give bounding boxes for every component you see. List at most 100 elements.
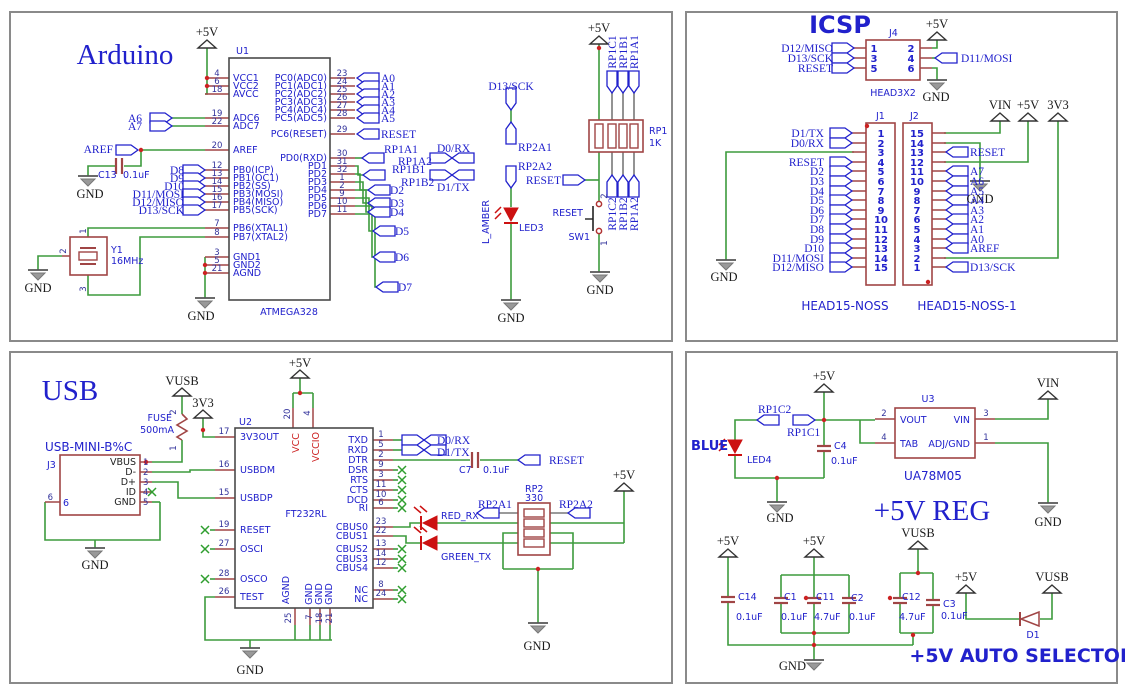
wire — [995, 442, 1049, 503]
schematic-label: D3 — [810, 176, 824, 188]
schematic-label: RXD — [348, 445, 368, 456]
wire — [944, 142, 981, 181]
wire — [87, 165, 116, 176]
schematic-label: PD1 — [308, 161, 327, 172]
led4-blue-led-ray — [718, 438, 726, 446]
led4-blue-led — [727, 439, 743, 455]
schematic-label: 4 — [881, 433, 886, 443]
junction-dot — [535, 566, 541, 572]
net-flag-icon — [831, 42, 856, 54]
schematic-label: +5V — [613, 468, 635, 482]
junction-dot — [774, 475, 780, 481]
schematic-label: 18 — [315, 613, 325, 624]
schematic-label: 1K — [649, 138, 662, 149]
schematic-label: 22 — [376, 526, 387, 536]
schematic-label: 1 — [878, 129, 885, 140]
schematic-label: 6 — [378, 498, 383, 508]
schematic-label: DTR — [348, 455, 368, 466]
schematic-label: GND1 — [233, 252, 261, 263]
schematic-label: ATMEGA328 — [260, 307, 318, 318]
wire — [859, 420, 875, 444]
net-flag-icon — [149, 120, 174, 132]
no-connect-x-icon — [397, 594, 407, 604]
schematic-label: VUSB — [1035, 570, 1068, 584]
net-flag-icon — [606, 173, 618, 198]
net-flag-icon — [505, 120, 517, 145]
schematic-label: PD4 — [308, 185, 327, 196]
schematic-label: VIN — [1037, 376, 1059, 390]
schematic-label: J2 — [909, 111, 919, 122]
schematic-label: NC — [354, 585, 368, 596]
schematic-label: 4 — [143, 488, 148, 498]
gnd-icon — [928, 82, 946, 91]
schematic-label: D9 — [170, 173, 184, 185]
schematic-label: TEST — [239, 592, 264, 603]
schematic-label: 9 — [339, 189, 344, 199]
power-rail-icon — [171, 387, 193, 397]
net-flag-icon — [360, 152, 385, 164]
schematic-label: VCC — [291, 433, 302, 453]
schematic-label: RP2A1 — [478, 499, 512, 511]
schematic-label: C14 — [738, 592, 757, 603]
schematic-label: +5V — [717, 534, 739, 548]
schematic-label: 31 — [337, 157, 348, 167]
net-flag-icon — [371, 251, 396, 263]
schematic-label: PC6(RESET) — [271, 129, 327, 140]
schematic-label: RP1 — [649, 126, 667, 137]
schematic-label: L_AMBER — [481, 200, 492, 244]
schematic-label: +5V — [588, 21, 610, 35]
schematic-label: AREF — [233, 145, 258, 156]
schematic-label: RI — [359, 503, 368, 514]
net-flag-icon — [628, 70, 640, 95]
schematic-label: OSCI — [240, 544, 263, 555]
no-connect-x-icon — [200, 574, 210, 584]
net-flag-icon — [422, 434, 447, 446]
schematic-label: 11 — [337, 205, 348, 215]
schematic-label: C2 — [851, 593, 864, 604]
schematic-label: D0/RX — [791, 138, 825, 150]
schematic-label: GREEN_TX — [441, 552, 492, 563]
net-flag-icon — [355, 112, 380, 124]
schematic-label: VCC2 — [233, 81, 259, 92]
schematic-label: +5V — [813, 369, 835, 383]
junction-dot — [138, 147, 144, 153]
schematic-label: 4 — [214, 69, 219, 79]
schematic-label: 3 — [878, 148, 885, 159]
schematic-label: 12 — [910, 158, 924, 169]
schematic-label: 13 — [910, 148, 924, 159]
wire — [734, 456, 824, 479]
schematic-label: 1 — [600, 240, 610, 245]
schematic-label: USBDM — [240, 465, 275, 476]
schematic-label: 3V3 — [192, 396, 214, 410]
schematic-label: 9 — [378, 460, 383, 470]
schematic-label: NC — [354, 594, 368, 605]
junction-dot — [821, 417, 827, 423]
schematic-label: 17 — [212, 201, 223, 211]
schematic-label: AGND — [281, 576, 292, 604]
wire — [393, 535, 421, 544]
schematic-label: 0.1uF — [831, 456, 858, 467]
rx-red-led — [421, 515, 438, 531]
schematic-label: ICSP — [809, 11, 871, 39]
schematic-label: UA78M05 — [904, 469, 962, 483]
schematic-label: D0/RX — [437, 143, 471, 155]
schematic-label: 30 — [337, 149, 348, 159]
schematic-label: D9 — [810, 234, 824, 246]
schematic-label: C12 — [902, 592, 921, 603]
schematic-label: 25 — [284, 613, 294, 624]
gnd-icon — [86, 550, 104, 559]
net-flag-icon — [792, 414, 817, 426]
net-flag-icon — [562, 174, 587, 186]
schematic-label: 330 — [525, 493, 543, 504]
net-flag-icon — [829, 213, 854, 225]
net-flag-icon — [829, 194, 854, 206]
net-flag-icon — [617, 173, 629, 198]
schematic-label: 3 — [378, 470, 383, 480]
wire — [44, 502, 161, 541]
power-rail-icon — [613, 482, 635, 492]
schematic-label: D4 — [390, 207, 404, 219]
net-flag-icon — [944, 194, 969, 206]
schematic-label: D6 — [395, 252, 409, 264]
